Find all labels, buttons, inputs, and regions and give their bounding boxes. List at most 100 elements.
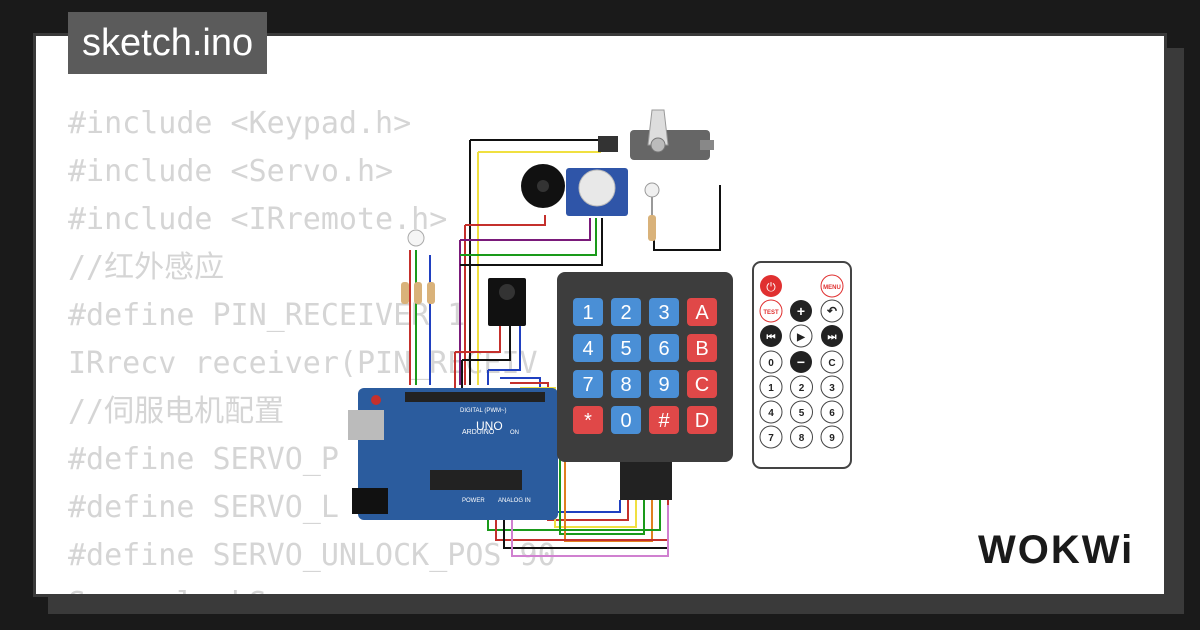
ir-remote[interactable]: ⏻ MENU TEST + ↶ ⏮ ▶ ⏭ 0 − C 1 2 3 4 5 6 7 8 9: [752, 261, 852, 469]
remote-power-icon: ⏻: [766, 280, 776, 294]
code-line: #define SERVO_L 0: [68, 490, 502, 525]
keypad-key-label: *: [584, 410, 592, 432]
board-on-label: ON: [510, 430, 519, 436]
remote-digit-label: 8: [799, 433, 805, 444]
remote-clear-button[interactable]: [820, 350, 844, 374]
remote-digit-label: 2: [799, 383, 805, 394]
keypad-key[interactable]: [573, 406, 603, 434]
remote-digit-button[interactable]: [759, 425, 783, 449]
code-line: #define SERVO_P: [68, 442, 339, 477]
keypad-key[interactable]: [687, 370, 717, 398]
keypad-key-label: C: [695, 374, 709, 396]
code-line: Servo lockS: [68, 580, 556, 594]
remote-digit-button[interactable]: [820, 425, 844, 449]
keypad-key[interactable]: [649, 406, 679, 434]
keypad-key[interactable]: [573, 298, 603, 326]
remote-digit-label: 4: [768, 408, 774, 419]
wokwi-logo: WOKWi: [978, 528, 1135, 572]
keypad-key[interactable]: [611, 334, 641, 362]
keypad-key-label: 6: [658, 338, 669, 360]
rgb-led[interactable]: [401, 229, 435, 304]
remote-digit-label: 6: [829, 408, 835, 419]
code-line: #define PIN_RECEIVER 1: [68, 298, 466, 333]
remote-digit-button[interactable]: [820, 400, 844, 424]
keypad-key-label: 4: [582, 338, 593, 360]
remote-next-button[interactable]: [821, 325, 843, 347]
remote-minus-button[interactable]: [790, 351, 812, 373]
servo-motor[interactable]: [598, 109, 714, 160]
code-line: //红外感应: [68, 250, 225, 285]
remote-next-icon: ⏭: [828, 332, 837, 343]
keypad-key[interactable]: [649, 298, 679, 326]
keypad-key[interactable]: [687, 406, 717, 434]
keypad-key[interactable]: [649, 334, 679, 362]
code-line: #include <Keypad.h>: [68, 106, 412, 141]
remote-digit-button[interactable]: [820, 375, 844, 399]
remote-digit-button[interactable]: [790, 375, 813, 399]
remote-zero-label: 0: [768, 358, 774, 369]
remote-back-button[interactable]: [820, 299, 844, 323]
keypad-key-label: A: [695, 302, 709, 324]
remote-digit-button[interactable]: [790, 400, 813, 424]
remote-digit-button[interactable]: [790, 425, 813, 449]
keypad-key-label: 8: [620, 374, 631, 396]
remote-test-button[interactable]: [759, 299, 783, 323]
keypad-key[interactable]: [611, 370, 641, 398]
keypad-key[interactable]: [687, 298, 717, 326]
remote-menu-label: MENU: [823, 285, 841, 291]
remote-play-icon: ▶: [796, 332, 806, 343]
remote-minus-label: −: [797, 354, 805, 370]
remote-plus-label: +: [797, 303, 805, 319]
keypad-key-label: 9: [658, 374, 669, 396]
remote-clear-label: C: [828, 358, 835, 369]
keypad-key-label: 3: [658, 302, 669, 324]
pir-sensor[interactable]: [566, 168, 628, 216]
remote-play-button[interactable]: [789, 324, 813, 348]
keypad-key[interactable]: [649, 370, 679, 398]
keypad-key-label: 1: [582, 302, 593, 324]
keypad[interactable]: 1 2 3 A 4 5 6 B 7 8 9 C * 0 # D: [557, 272, 733, 500]
remote-digit-label: 3: [829, 383, 835, 394]
remote-digit-label: 9: [829, 433, 835, 444]
arduino-uno[interactable]: ARDUINO UNO DIGITAL (PWM~) ANALOG IN POW…: [348, 388, 558, 520]
remote-digit-button[interactable]: [759, 375, 783, 399]
file-tab[interactable]: sketch.ino: [68, 12, 268, 74]
led-white[interactable]: [644, 182, 660, 241]
remote-prev-button[interactable]: [760, 325, 782, 347]
board-digital-label: DIGITAL (PWM~): [460, 408, 507, 414]
code-line: #define SERVO_UNLOCK_POS 90: [68, 538, 556, 573]
keypad-key-label: 7: [582, 374, 593, 396]
keypad-key-label: 0: [620, 410, 631, 432]
board-power-label: POWER: [462, 498, 485, 504]
keypad-key[interactable]: [687, 334, 717, 362]
keypad-key-label: #: [658, 410, 670, 432]
board-analog-label: ANALOG IN: [498, 498, 531, 504]
code-line: //伺服电机配置: [68, 394, 285, 429]
keypad-key[interactable]: [573, 370, 603, 398]
keypad-key-label: B: [695, 338, 708, 360]
code-line: #include <Servo.h>: [68, 154, 394, 189]
keypad-key-label: D: [695, 410, 709, 432]
keypad-key[interactable]: [611, 298, 641, 326]
remote-digit-button[interactable]: [759, 400, 783, 424]
board-model: UNO: [476, 419, 503, 433]
remote-menu-button[interactable]: [820, 274, 844, 298]
code-preview: #include <Keypad.h>#include <Servo.h>#in…: [68, 100, 556, 594]
keypad-key[interactable]: [573, 334, 603, 362]
board-brand: ARDUINO: [462, 429, 495, 436]
remote-prev-icon: ⏮: [767, 332, 776, 343]
keypad-key[interactable]: [611, 406, 641, 434]
keypad-key-label: 5: [620, 338, 631, 360]
remote-back-icon: ↶: [826, 304, 837, 318]
ir-receiver[interactable]: [488, 278, 526, 326]
remote-zero-button[interactable]: [759, 350, 783, 374]
buzzer[interactable]: [521, 164, 565, 208]
remote-digit-label: 1: [768, 383, 774, 394]
keypad-key-label: 2: [620, 302, 631, 324]
remote-digit-label: 7: [768, 433, 774, 444]
remote-plus-button[interactable]: [790, 300, 812, 322]
remote-power-button[interactable]: [760, 275, 782, 297]
remote-test-label: TEST: [763, 310, 779, 316]
remote-digit-label: 5: [799, 408, 805, 419]
